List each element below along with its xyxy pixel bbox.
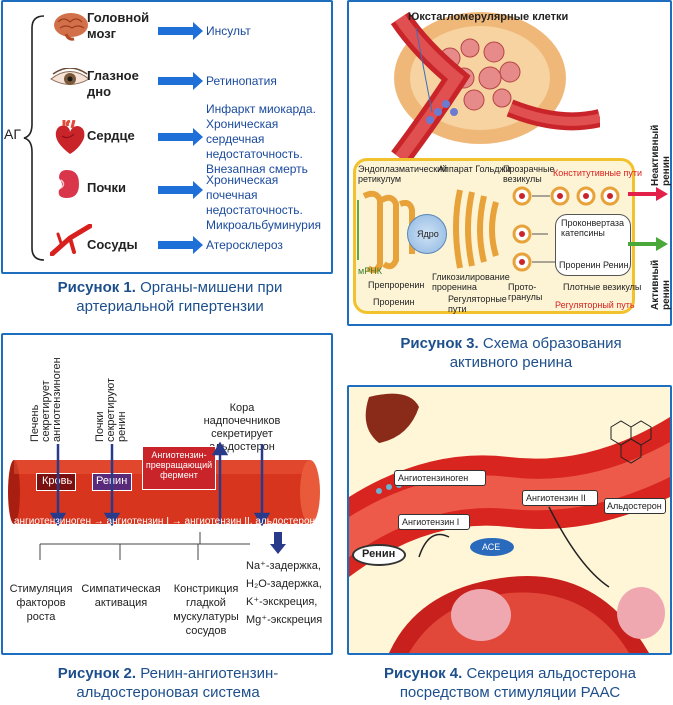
protogran-label: Прото-гранулы: [508, 282, 543, 302]
ion-mg: Mg⁺-экскреция: [246, 614, 323, 626]
effect-constriction: Констрикция гладкой мускулатуры сосудов: [173, 583, 239, 637]
ang1-label: Ангиотензин I: [402, 517, 460, 527]
organ-label-heart: Сердце: [87, 128, 135, 143]
arrow-brain: [158, 22, 203, 40]
fig4-illustration: [349, 393, 670, 653]
er-label: Эндоплазматический ретикулум: [358, 164, 448, 184]
figure-1-caption-number: Рисунок 1.: [57, 279, 136, 296]
outcome-vessels: Атеросклероз: [206, 238, 283, 252]
aldosterone-box: [604, 498, 666, 514]
mrna-label: мРНК: [358, 266, 382, 276]
inactive-arrow: [628, 187, 668, 201]
nucleus-label: Ядро: [417, 229, 439, 239]
outcome-heart: Инфаркт миокарда. Хроническая сердечная …: [206, 102, 316, 176]
heart-icon: [55, 120, 85, 154]
blood-label-box: [36, 473, 76, 491]
organ-label-brain: Головной мозг: [87, 10, 150, 41]
er-illustration: [357, 190, 415, 274]
arrow-vessels: [158, 236, 203, 254]
ace-fig4-label: АСЕ: [482, 542, 501, 552]
glyco-label: Гликозилирование проренина: [432, 272, 510, 292]
dense-label: Плотные везикулы: [563, 282, 642, 292]
regpath-label: Регуляторный путь: [555, 300, 635, 310]
chain-label: ангиотензиноген → ангиотензин I → ангиот…: [14, 516, 316, 527]
aldosterone-label: Альдостерон: [607, 501, 662, 511]
outcome-kidney: Хроническая почечная недостаточность. Ми…: [206, 173, 322, 232]
regpaths-label: Регуляторные пути: [448, 294, 507, 314]
figure-1-caption-text: Органы-мишени при артериальной гипертенз…: [76, 279, 283, 315]
liver-label: Печень секретирует ангиотензиноген: [29, 357, 63, 442]
adrenal-label: Кора надпочечников секретирует альдостер…: [203, 402, 281, 453]
figure-3-caption-text: Схема образования активного ренина: [449, 335, 622, 371]
figure-4-caption: Рисунок 4. Секреция альдостерона посредс…: [350, 664, 670, 702]
figure-3-caption: Рисунок 3. Схема образования активного р…: [366, 334, 656, 372]
ang2-box: [522, 490, 598, 506]
golgi-label: Аппарат Гольджи: [438, 164, 511, 174]
figure-3-caption-number: Рисунок 3.: [400, 335, 479, 352]
ace-ellipse: [470, 538, 514, 556]
active-arrow: [628, 237, 668, 251]
figure-4-caption-number: Рисунок 4.: [383, 665, 463, 682]
organ-label-kidney: Почки: [87, 180, 127, 195]
glomerulus-illustration: [390, 11, 600, 158]
prorenin-renin-label: Проренин Ренин: [559, 260, 629, 270]
eye-icon: [50, 68, 90, 85]
outcome-brain: Инсульт: [206, 24, 251, 38]
prorenin-label: Проренин: [373, 297, 415, 307]
arrow-eye: [158, 72, 203, 90]
convertase-label: Проконвертаза катепсины: [561, 218, 625, 238]
effect-growth: Стимуляция факторов роста: [9, 583, 73, 623]
ace-box: [142, 446, 216, 490]
ang2-label: Ангиотензин II: [526, 493, 586, 503]
arrow-kidney: [158, 181, 203, 199]
brace-icon: [23, 15, 45, 261]
nucleus-icon: [407, 214, 447, 254]
fig1-root-label: АГ: [4, 126, 21, 142]
convertase-box: [555, 214, 631, 276]
fig2-arrows: [49, 441, 286, 554]
ang1-box: [398, 514, 470, 530]
ion-k: K⁺-экскреция,: [246, 596, 318, 608]
golgi-illustration: [453, 189, 499, 269]
renin-fig4-label: Ренин: [362, 548, 396, 560]
figure-2-caption-text: Ренин-ангиотензин-альдостероновая систем…: [76, 665, 279, 701]
figure-4-caption-text: Секреция альдостерона посредством стимул…: [399, 665, 637, 701]
organ-label-eye: Глазное дно: [87, 68, 139, 99]
kidney-label: Почки секретируют ренин: [94, 377, 128, 442]
ace-label: Ангиотензин-превращающий фермент: [145, 450, 213, 480]
effect-sympathetic: Симпатическая активация: [81, 583, 161, 609]
figure-1-caption: Рисунок 1. Органы-мишени при артериально…: [20, 278, 320, 316]
angiotensinogen-box: [394, 470, 486, 486]
vesicles-label: Прозрачные везикулы: [503, 164, 555, 184]
prepro-label: Препроренин: [368, 280, 425, 290]
outcome-eye: Ретинопатия: [206, 74, 277, 88]
brain-icon: [54, 13, 88, 41]
renin-ellipse: [352, 544, 406, 566]
constitutive-label: Конститутивные пути: [553, 168, 642, 178]
arrow-heart: [158, 128, 203, 146]
angiotensinogen-label: Ангиотензиноген: [398, 473, 469, 483]
inactive-renin-label: Неактивный ренин: [650, 124, 672, 186]
ion-na: Na⁺-задержка,: [246, 560, 321, 572]
figure-2-caption: Рисунок 2. Ренин-ангиотензин-альдостерон…: [18, 664, 318, 702]
effects-bracket: [39, 532, 250, 560]
kidney-icon: [58, 170, 79, 198]
figure-2-caption-number: Рисунок 2.: [57, 665, 137, 682]
vessel-icon: [50, 224, 92, 256]
ion-h2o: H₂O-задержка,: [246, 578, 322, 590]
active-renin-label: Активный ренин: [650, 259, 672, 310]
jg-cells-label: Юкстагломерулярные клетки: [408, 11, 569, 23]
organ-label-vessels: Сосуды: [87, 237, 138, 252]
